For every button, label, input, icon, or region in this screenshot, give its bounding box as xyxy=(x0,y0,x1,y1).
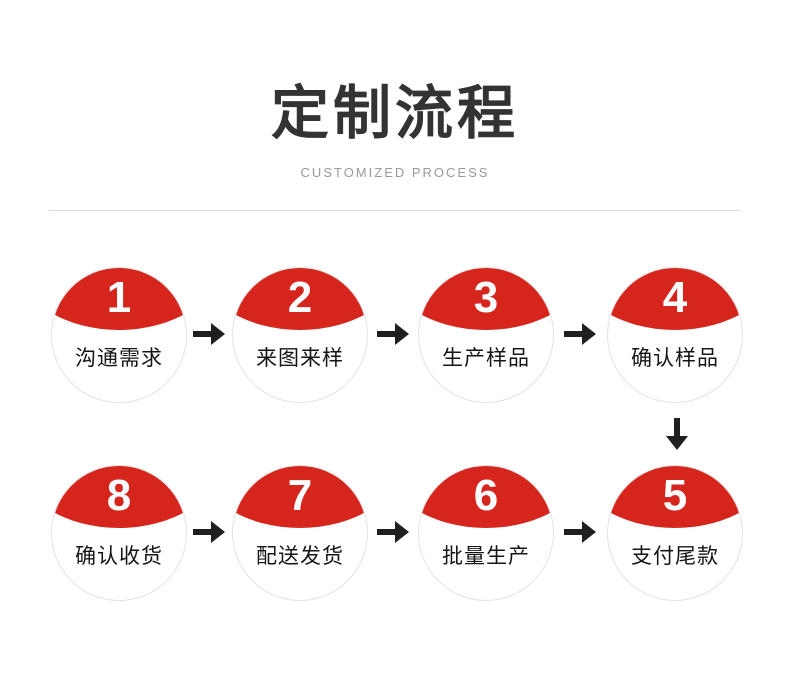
red-cap xyxy=(52,466,186,528)
step-label: 确认样品 xyxy=(631,347,719,370)
step-label: 确认收货 xyxy=(75,545,163,568)
step-number: 8 xyxy=(106,471,132,520)
arrow-right-icon xyxy=(375,519,411,545)
step-circle: 3 生产样品 xyxy=(418,267,554,403)
page-title: 定制流程 xyxy=(270,81,519,146)
step-number: 7 xyxy=(287,471,313,520)
step-label: 批量生产 xyxy=(442,545,530,568)
step-number: 5 xyxy=(662,471,688,520)
red-cap xyxy=(233,268,367,330)
step-circle: 5 支付尾款 xyxy=(607,465,743,601)
arrow-right-icon xyxy=(562,321,598,347)
step-circle: 7 配送发货 xyxy=(232,465,368,601)
step-number: 6 xyxy=(473,471,499,520)
step-circle: 1 沟通需求 xyxy=(51,267,187,403)
red-cap xyxy=(233,466,367,528)
step-label: 沟通需求 xyxy=(75,347,163,370)
red-cap xyxy=(419,466,553,528)
step-circle: 6 批量生产 xyxy=(418,465,554,601)
arrow-right-icon xyxy=(375,321,411,347)
step-number: 4 xyxy=(662,273,688,322)
step-label: 支付尾款 xyxy=(631,545,719,568)
red-cap xyxy=(419,268,553,330)
red-cap xyxy=(608,466,742,528)
step-label: 配送发货 xyxy=(256,545,344,568)
step-number: 2 xyxy=(287,273,313,322)
arrow-right-icon xyxy=(562,519,598,545)
arrow-right-icon xyxy=(191,321,227,347)
step-label: 来图来样 xyxy=(256,347,344,370)
step-circle: 4 确认样品 xyxy=(607,267,743,403)
arrow-down-icon xyxy=(664,416,690,452)
step-number: 1 xyxy=(106,273,132,322)
red-cap xyxy=(608,268,742,330)
page-subtitle: CUSTOMIZED PROCESS xyxy=(300,165,490,180)
step-number: 3 xyxy=(473,273,499,322)
step-label: 生产样品 xyxy=(442,347,530,370)
divider-line xyxy=(49,210,741,211)
arrow-right-icon xyxy=(191,519,227,545)
step-circle: 8 确认收货 xyxy=(51,465,187,601)
step-circle: 2 来图来样 xyxy=(232,267,368,403)
red-cap xyxy=(52,268,186,330)
